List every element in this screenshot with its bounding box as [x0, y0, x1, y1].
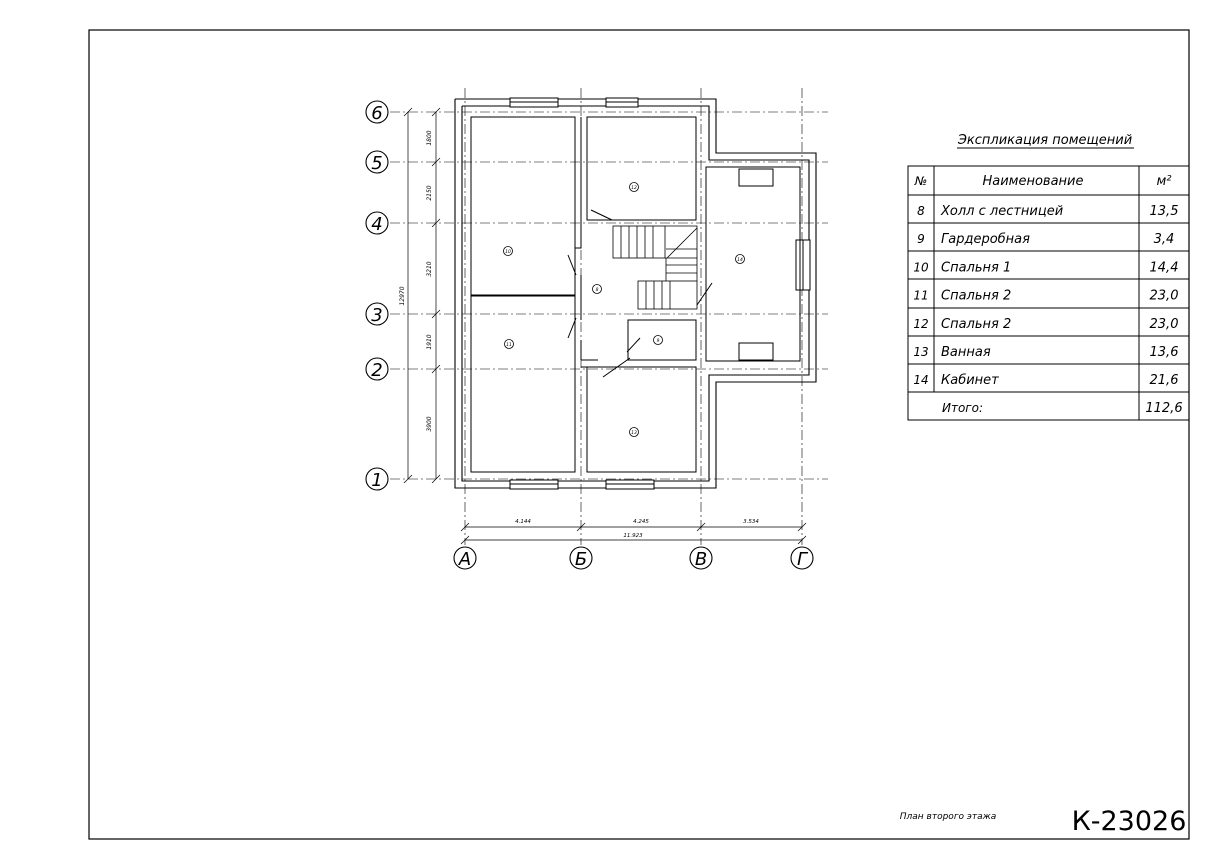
- room-tag-circle: [629, 427, 639, 437]
- row-axis-markers: [365, 100, 389, 491]
- stairs: [612, 225, 698, 310]
- project-code: К-23026: [1072, 806, 1187, 837]
- axis-col-b: Б: [575, 549, 587, 570]
- row-name: Кабинет: [941, 373, 999, 388]
- row-area: 23,0: [1150, 317, 1179, 332]
- row-num: 9: [917, 232, 925, 246]
- dim-v-5: 3900: [426, 416, 433, 431]
- room-tags: 12 10 11 8 9 13 14: [503, 182, 745, 437]
- room-tag: 12: [631, 185, 637, 191]
- header-area: м²: [1156, 174, 1171, 189]
- dim-h-3: 3.534: [743, 519, 759, 525]
- room-tag-circle: [629, 182, 639, 192]
- room-tag-circle: [653, 335, 663, 345]
- room-tag: 9: [657, 338, 660, 344]
- axis-col-v: В: [695, 549, 707, 570]
- total-label: Итого:: [942, 401, 983, 415]
- row-num: 10: [913, 260, 929, 274]
- header-name: Наименование: [982, 174, 1083, 189]
- room-tag-circle: [735, 254, 745, 264]
- table-grid: [907, 165, 1190, 421]
- grid-axes: [390, 88, 828, 545]
- axis-row-6: 6: [371, 103, 382, 124]
- row-area: 14,4: [1150, 260, 1179, 275]
- sheet-frame: [88, 29, 1190, 840]
- axis-row-4: 4: [371, 214, 382, 235]
- room-tag: 13: [631, 430, 637, 436]
- row-num: 8: [917, 204, 925, 218]
- dim-v-3: 3210: [426, 261, 433, 276]
- row-name: Гардеробная: [941, 232, 1030, 247]
- row-area: 13,6: [1150, 345, 1179, 360]
- axis-row-1: 1: [371, 470, 382, 491]
- row-area: 21,6: [1150, 373, 1179, 388]
- drawing-title: План второго этажа: [900, 812, 996, 822]
- header-num: №: [914, 174, 927, 188]
- col-axis-markers: [453, 546, 814, 570]
- explication-title: Экспликация помещений: [957, 133, 1132, 148]
- axis-row-3: 3: [371, 305, 382, 326]
- radiators: [738, 168, 774, 361]
- row-num: 14: [913, 373, 928, 387]
- room-tag: 8: [596, 287, 599, 293]
- dim-h-2: 4.245: [633, 519, 649, 525]
- row-name: Холл с лестницей: [940, 204, 1063, 219]
- row-num: 11: [913, 289, 928, 303]
- dim-h-total: 11.923: [623, 533, 643, 539]
- interior-walls: [470, 116, 801, 473]
- row-num: 13: [913, 345, 928, 359]
- room-tag-circle: [504, 339, 514, 349]
- room-tag-circle: [592, 284, 602, 294]
- row-area: 13,5: [1150, 204, 1179, 219]
- row-area: 3,4: [1154, 232, 1175, 247]
- dim-v-1: 1800: [426, 130, 433, 145]
- axis-row-2: 2: [371, 360, 382, 381]
- room-tag: 11: [506, 342, 512, 348]
- vertical-dimensions: [403, 107, 441, 484]
- row-num: 12: [913, 317, 928, 331]
- dim-v-total: 12970: [399, 286, 406, 305]
- dim-v-2: 2150: [426, 185, 433, 200]
- row-name: Ванная: [941, 345, 991, 360]
- dim-h-1: 4.144: [515, 519, 531, 525]
- room-tag: 14: [737, 257, 743, 263]
- axis-col-a: А: [458, 549, 471, 570]
- total-value: 112,6: [1145, 401, 1182, 416]
- axis-row-5: 5: [371, 153, 382, 174]
- horizontal-dimensions: [460, 522, 807, 545]
- windows: [509, 97, 811, 490]
- room-tag-circle: [503, 246, 513, 256]
- room-tag: 10: [505, 249, 511, 255]
- row-area: 23,0: [1150, 289, 1179, 304]
- row-name: Спальня 2: [941, 317, 1011, 332]
- explication-table: Экспликация помещений № Наименование м² …: [907, 133, 1190, 421]
- axis-col-g: Г: [797, 549, 809, 570]
- row-name: Спальня 1: [941, 260, 1011, 275]
- row-name: Спальня 2: [941, 289, 1011, 304]
- dim-v-4: 1910: [426, 334, 433, 349]
